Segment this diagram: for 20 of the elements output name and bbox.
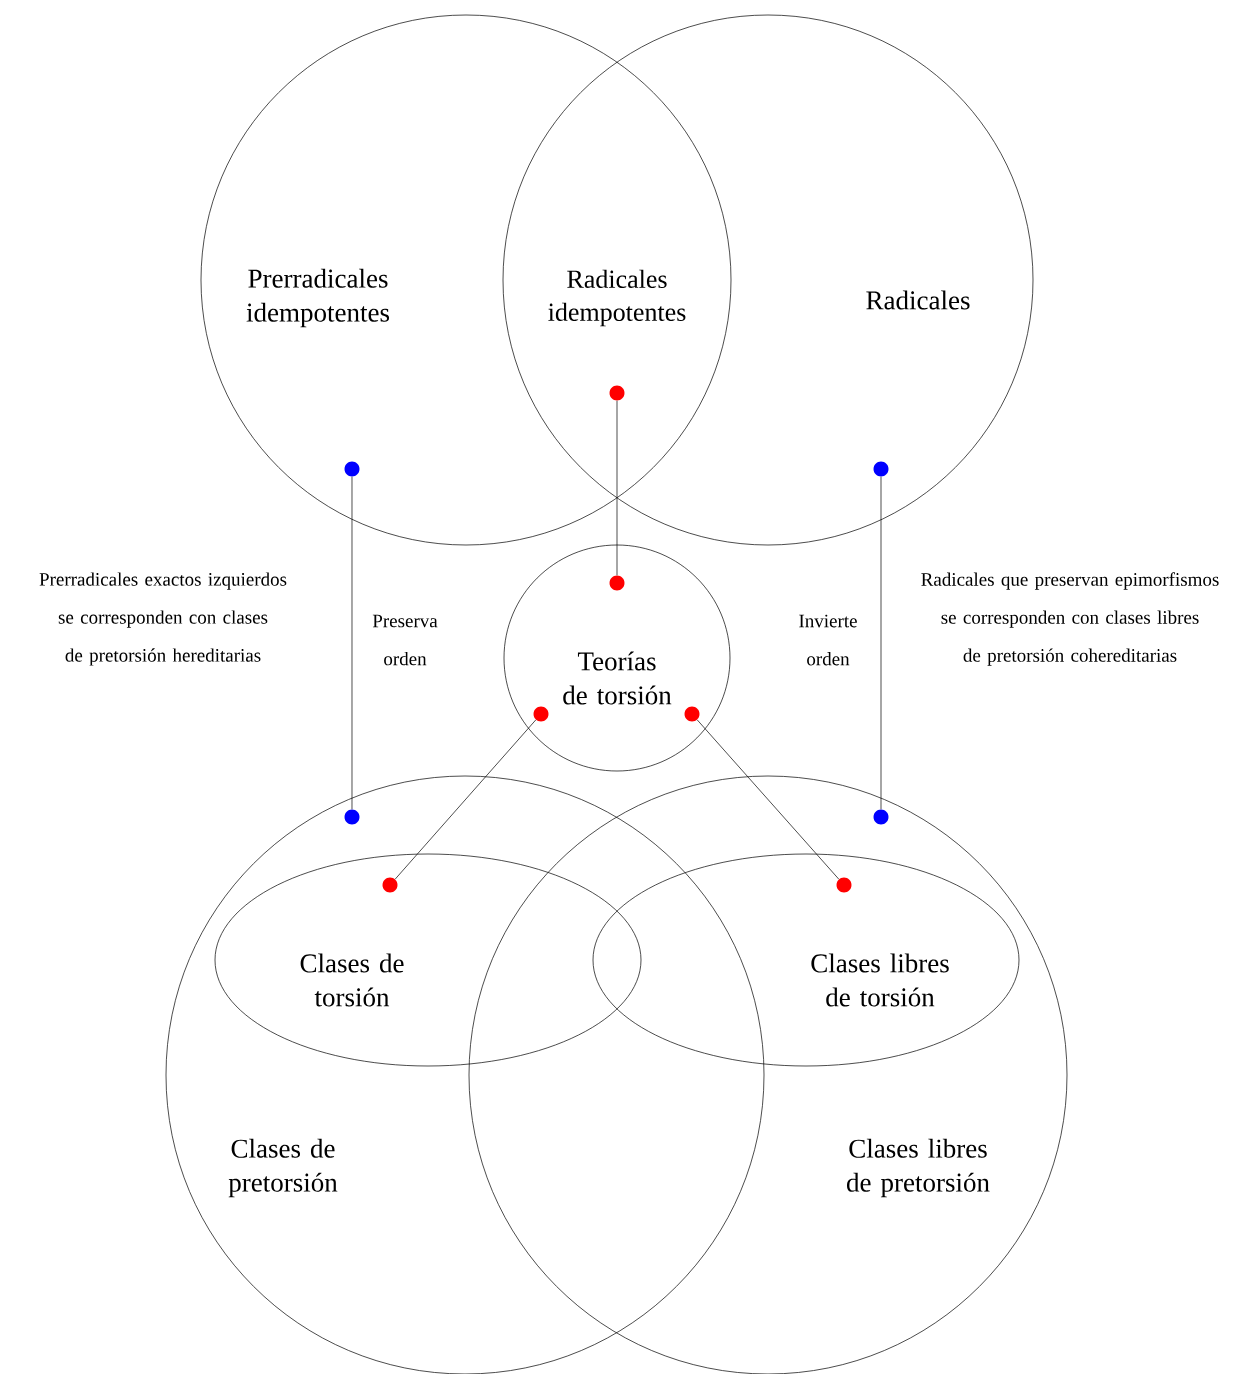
- dot: [873, 461, 889, 477]
- dot: [344, 461, 360, 477]
- note-text: Prerradicales exactos izquierdos se corresponden con clases de pretorsión hereditarias: [39, 572, 287, 666]
- dot: [873, 809, 889, 825]
- dot: [344, 809, 360, 825]
- connector-line: [616, 400, 618, 576]
- dot: [609, 575, 625, 591]
- connector-line: [351, 476, 353, 810]
- dot: [836, 877, 852, 893]
- dot: [533, 706, 549, 722]
- edge-label: Preserva orden: [372, 614, 438, 666]
- dot: [609, 385, 625, 401]
- dot: [684, 706, 700, 722]
- connector-line: [394, 719, 537, 880]
- connector-line: [880, 476, 882, 810]
- note-text: Radicales que preservan epimorfismos se corresponden con clases libres de pretorsión cohereditarias: [921, 572, 1219, 666]
- dot: [382, 877, 398, 893]
- region-label: Radicales idempotentes: [548, 269, 686, 327]
- edge-label: Invierte orden: [799, 614, 857, 666]
- connector-line: [696, 719, 840, 880]
